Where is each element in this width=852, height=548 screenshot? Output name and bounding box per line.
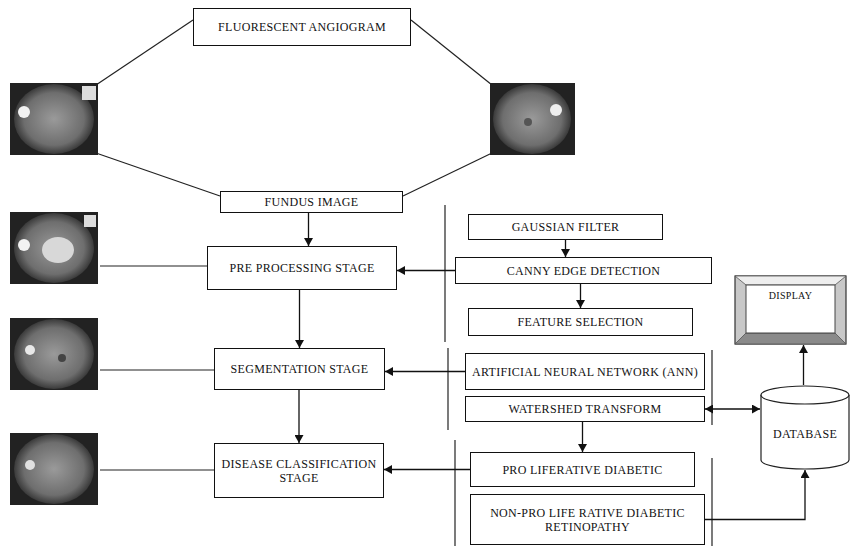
monitor-outline — [734, 275, 847, 345]
node-text: SEGMENTATION STAGE — [231, 362, 369, 376]
stage-box: SEGMENTATION STAGE — [214, 348, 385, 390]
flow-arrow — [803, 345, 804, 385]
flow-arrow — [580, 284, 581, 308]
node-text: PRO LIFERATIVE DIABETIC — [502, 463, 662, 477]
leader-lines — [96, 20, 712, 546]
result-box: NON-PRO LIFE RATIVE DIABETIC RETINOPATHY — [470, 494, 705, 545]
node-text: GAUSSIAN FILTER — [512, 220, 620, 234]
node-text: WATERSHED TRANSFORM — [508, 402, 661, 416]
node-text: DATABASE — [773, 427, 837, 441]
database-cylinder: DATABASE — [760, 385, 850, 470]
method-box: CANNY EDGE DETECTION — [455, 257, 712, 284]
flow-arrow — [565, 240, 566, 257]
flow-arrow — [299, 290, 300, 348]
node-text: FEATURE SELECTION — [517, 315, 643, 329]
flow-arrow — [397, 270, 455, 271]
node-text: DISEASE CLASSIFICATION STAGE — [221, 457, 377, 485]
node-text: CANNY EDGE DETECTION — [507, 264, 661, 278]
input-box: FUNDUS IMAGE — [220, 191, 403, 213]
node-text: ARTIFICIAL NEURAL NETWORK (ANN) — [472, 365, 698, 379]
flow-arrow — [298, 390, 299, 443]
result-box: PRO LIFERATIVE DIABETIC — [470, 452, 695, 487]
flow-arrow — [705, 408, 760, 409]
source-box: FLUORESCENT ANGIOGRAM — [193, 8, 411, 46]
node-text: PRE PROCESSING STAGE — [229, 261, 374, 275]
method-box: WATERSHED TRANSFORM — [465, 396, 705, 422]
stage-box: DISEASE CLASSIFICATION STAGE — [214, 443, 384, 498]
method-box: FEATURE SELECTION — [468, 308, 693, 336]
node-text: DISPLAY — [769, 289, 812, 303]
fundus-photo — [490, 83, 575, 155]
fundus-photo — [10, 433, 98, 505]
method-box: ARTIFICIAL NEURAL NETWORK (ANN) — [465, 353, 705, 390]
flow-arrow — [582, 422, 583, 452]
flow-arrow — [705, 470, 805, 520]
fundus-photo — [10, 83, 98, 155]
node-text: FLUORESCENT ANGIOGRAM — [218, 20, 386, 34]
flow-arrow — [385, 371, 465, 372]
fundus-photo — [10, 212, 98, 284]
method-box: GAUSSIAN FILTER — [468, 214, 663, 240]
fundus-photo — [10, 318, 98, 390]
display-monitor: DISPLAY — [734, 275, 847, 345]
flow-arrow — [308, 213, 309, 246]
flow-arrow — [384, 469, 470, 470]
node-text: NON-PRO LIFE RATIVE DIABETIC RETINOPATHY — [477, 506, 698, 534]
stage-box: PRE PROCESSING STAGE — [207, 246, 397, 290]
node-text: FUNDUS IMAGE — [265, 195, 359, 209]
